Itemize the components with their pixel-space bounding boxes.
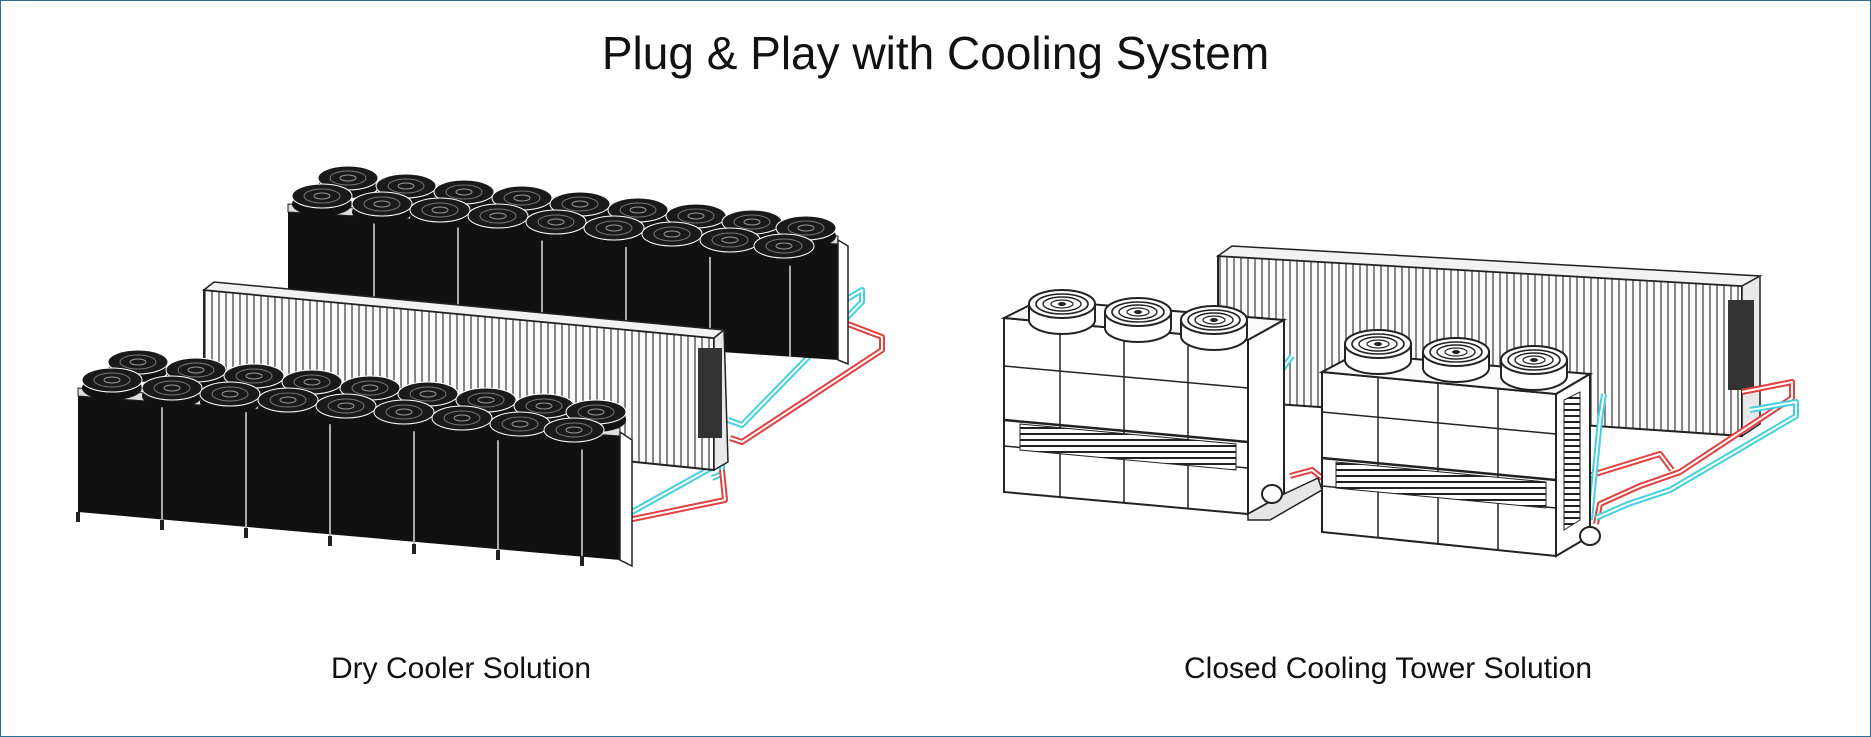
dry-cooler-solution-caption: Dry Cooler Solution <box>331 652 592 685</box>
dry-cooler-front <box>76 349 633 568</box>
closed-cooling-tower-1 <box>1000 289 1323 521</box>
closed-cooling-tower-solution-illustration <box>1000 245 1799 558</box>
diagram-title: Plug & Play with Cooling System <box>601 27 1270 79</box>
dry-cooler-solution-illustration <box>76 165 885 568</box>
closed-cooling-tower-2 <box>1318 329 1601 558</box>
closed-cooling-tower-solution-caption: Closed Cooling Tower Solution <box>1184 652 1593 685</box>
